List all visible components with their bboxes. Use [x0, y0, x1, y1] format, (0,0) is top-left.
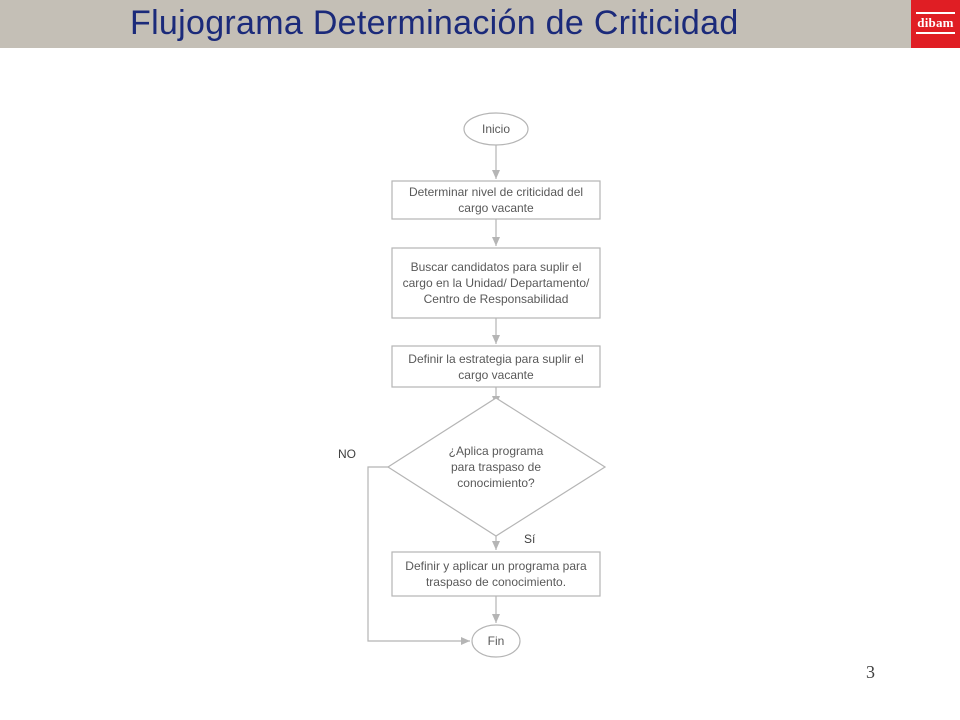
end-node	[471, 624, 521, 658]
title-bar: Flujograma Determinación de Criticidad	[0, 0, 960, 48]
end-label: Fin	[487, 634, 505, 648]
logo-bottom-line	[916, 32, 955, 34]
page-number: 3	[866, 662, 875, 682]
branch-label-no: NO	[338, 447, 356, 461]
start-label: Inicio	[481, 122, 510, 136]
logo-text: dibam	[917, 15, 954, 30]
connector-no-branch	[367, 466, 470, 645]
decision-label: ¿Aplica programa para traspaso de conoci…	[448, 444, 544, 490]
step3-box	[391, 345, 601, 388]
dibam-logo: dibam	[911, 0, 960, 48]
page-title: Flujograma Determinación de Criticidad	[130, 4, 739, 42]
step4-label: Definir y aplicar un programa para trasp…	[405, 559, 587, 589]
step4-box	[391, 551, 601, 597]
decision-diamond	[386, 397, 607, 537]
logo-top-line	[916, 12, 955, 14]
step2-box	[391, 247, 601, 319]
step1-label: Determinar nivel de criticidad del cargo…	[408, 185, 584, 215]
branch-label-yes: Sí	[524, 532, 536, 546]
start-node	[463, 112, 529, 146]
step1-box	[391, 180, 601, 220]
step2-label: Buscar candidatos para suplir el cargo e…	[402, 260, 590, 306]
step3-label: Definir la estrategia para suplir el car…	[408, 351, 584, 382]
